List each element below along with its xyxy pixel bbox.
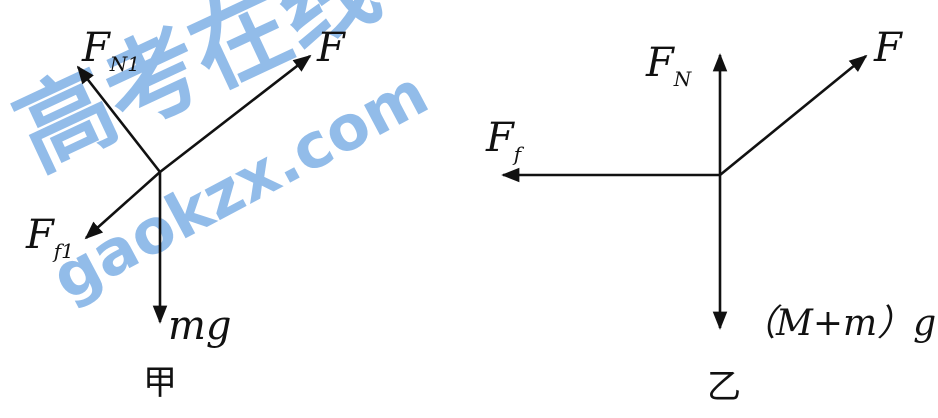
label-f-jia: F — [317, 25, 345, 71]
label-fn1: FN1 — [82, 25, 140, 76]
label-fn: FN — [646, 40, 692, 91]
force-arrow-f-yi — [719, 54, 868, 177]
diagram-jia — [76, 54, 312, 324]
label-ff: Ff — [486, 115, 522, 166]
caption-jia: 甲 — [143, 363, 177, 403]
label-mg: mg — [168, 303, 232, 349]
label-weight: （M+m）g — [740, 303, 937, 344]
force-arrow-ff1 — [84, 171, 161, 240]
force-arrow-fn1 — [76, 65, 162, 173]
caption-yi: 乙 — [707, 367, 741, 407]
force-arrow-f-jia — [159, 54, 312, 174]
label-ff1: Ff1 — [26, 212, 74, 263]
diagram-yi — [501, 53, 868, 330]
label-f-yi: F — [874, 25, 902, 71]
